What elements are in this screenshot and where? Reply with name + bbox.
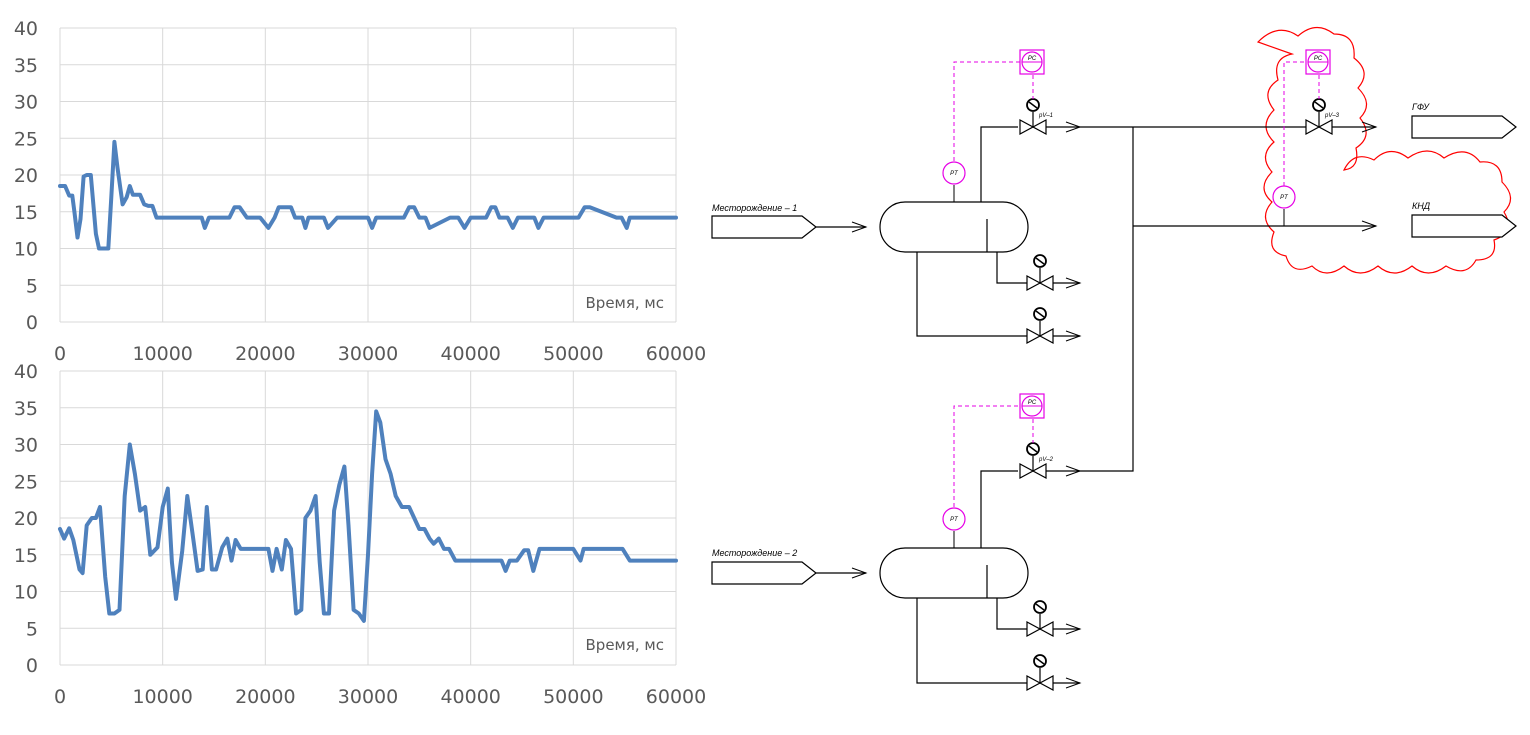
arrow xyxy=(851,567,868,579)
x-tick-label-bottom: 50000 xyxy=(543,686,603,708)
pipe xyxy=(980,470,1018,548)
x-tick-label-top: 20000 xyxy=(235,343,295,365)
pt-instrument-2: PT xyxy=(942,507,966,531)
separator-1 xyxy=(879,201,1029,253)
valve-pv3-label: pV–3 xyxy=(1324,113,1340,119)
x-tick-label-bottom: 20000 xyxy=(235,686,295,708)
arrow xyxy=(1065,330,1082,342)
valve-drain-2a xyxy=(1026,600,1054,638)
pipe xyxy=(996,252,1027,284)
y-tick-label-bottom: 5 xyxy=(26,618,38,640)
pc-controller-1: PC xyxy=(1019,49,1045,75)
source-2-block xyxy=(711,561,817,585)
valve-pv2-label: pV–2 xyxy=(1038,457,1054,463)
x-axis-title-top: Время, мс xyxy=(586,294,664,312)
arrow xyxy=(1065,277,1082,289)
pipe xyxy=(996,598,1027,630)
arrow xyxy=(1065,677,1082,689)
pc-label: PC xyxy=(1314,56,1323,62)
x-axis-title-bottom: Время, мс xyxy=(586,636,664,654)
x-tick-label-bottom: 60000 xyxy=(646,686,706,708)
y-tick-label-bottom: 30 xyxy=(14,435,38,457)
signal-line xyxy=(1283,61,1306,186)
chart-top: 0 5 10 15 20 25 30 35 40 0 10000 20000 30000 40000 50… xyxy=(14,18,706,365)
y-tick-label-top: 35 xyxy=(14,55,38,77)
series-line-bottom xyxy=(58,409,678,623)
y-tick-label-bottom: 15 xyxy=(14,545,38,567)
y-tick-label-bottom: 25 xyxy=(14,471,38,493)
y-tick-label-bottom: 35 xyxy=(14,398,38,420)
arrow xyxy=(1361,121,1378,133)
x-tick-label-bottom: 0 xyxy=(54,686,66,708)
signal-line xyxy=(953,61,1020,161)
pt-instrument-3: PT xyxy=(1272,185,1296,209)
pt-label: PT xyxy=(950,517,959,523)
separator-2 xyxy=(879,547,1029,599)
arrow xyxy=(1065,465,1082,477)
y-tick-label-top: 40 xyxy=(14,18,38,40)
y-tick-label-top: 0 xyxy=(26,312,38,334)
x-tick-label-bottom: 40000 xyxy=(440,686,500,708)
series-line-top xyxy=(58,139,678,251)
y-tick-label-top: 30 xyxy=(14,92,38,114)
valve-pv1-label: pV–1 xyxy=(1038,113,1053,119)
pc-label: PC xyxy=(1028,56,1037,62)
y-tick-label-bottom: 0 xyxy=(26,655,38,677)
pt-label: PT xyxy=(950,171,959,177)
x-tick-label-top: 10000 xyxy=(132,343,192,365)
y-tick-label-top: 5 xyxy=(26,275,38,297)
x-tick-label-bottom: 30000 xyxy=(338,686,398,708)
x-tick-label-top: 60000 xyxy=(646,343,706,365)
dest-knd-label: КНД xyxy=(1412,201,1431,211)
y-tick-label-top: 20 xyxy=(14,165,38,187)
x-tick-label-top: 0 xyxy=(54,343,66,365)
y-tick-label-top: 25 xyxy=(14,128,38,150)
valve-drain-2b xyxy=(1026,654,1054,692)
source-1-label: Месторождение – 1 xyxy=(712,203,797,213)
pt-instrument-1: PT xyxy=(942,161,966,185)
process-diagram: Месторождение – 1 pV–1 xyxy=(711,26,1517,692)
dest-gfu-label: ГФУ xyxy=(1412,102,1430,112)
revision-cloud xyxy=(1256,26,1512,274)
signal-line xyxy=(953,405,1020,507)
x-tick-label-bottom: 10000 xyxy=(132,686,192,708)
valve-drain-1b xyxy=(1026,307,1054,345)
y-tick-label-bottom: 10 xyxy=(14,582,38,604)
x-tick-label-top: 40000 xyxy=(440,343,500,365)
valve-pv1: pV–1 xyxy=(1019,98,1053,136)
y-tick-label-top: 15 xyxy=(14,202,38,224)
chart-bottom: 0 5 10 15 20 25 30 35 40 0 10000 20000 30000 40000 50… xyxy=(14,361,706,708)
x-tick-label-top: 50000 xyxy=(543,343,603,365)
source-2-label: Месторождение – 2 xyxy=(712,548,797,558)
y-tick-label-top: 10 xyxy=(14,239,38,261)
pt-label: PT xyxy=(1280,195,1289,201)
pc-label: PC xyxy=(1028,400,1037,406)
arrow xyxy=(851,221,868,233)
valve-pv3: pV–3 xyxy=(1305,98,1340,136)
valve-drain-1a xyxy=(1026,254,1054,292)
pipe xyxy=(916,598,1027,684)
pipe xyxy=(916,252,1027,337)
dest-gfu-block xyxy=(1411,115,1517,139)
arrow xyxy=(1361,220,1378,232)
y-tick-label-bottom: 20 xyxy=(14,508,38,530)
collector-pipe xyxy=(1080,127,1134,472)
y-tick-label-bottom: 40 xyxy=(14,361,38,383)
arrow xyxy=(1065,623,1082,635)
pc-controller-2: PC xyxy=(1019,393,1045,419)
pc-controller-3: PC xyxy=(1305,49,1331,75)
dest-knd-block xyxy=(1411,214,1517,238)
x-tick-label-top: 30000 xyxy=(338,343,398,365)
source-1-block xyxy=(711,215,817,239)
valve-pv2: pV–2 xyxy=(1019,442,1054,480)
pipe xyxy=(980,126,1018,202)
